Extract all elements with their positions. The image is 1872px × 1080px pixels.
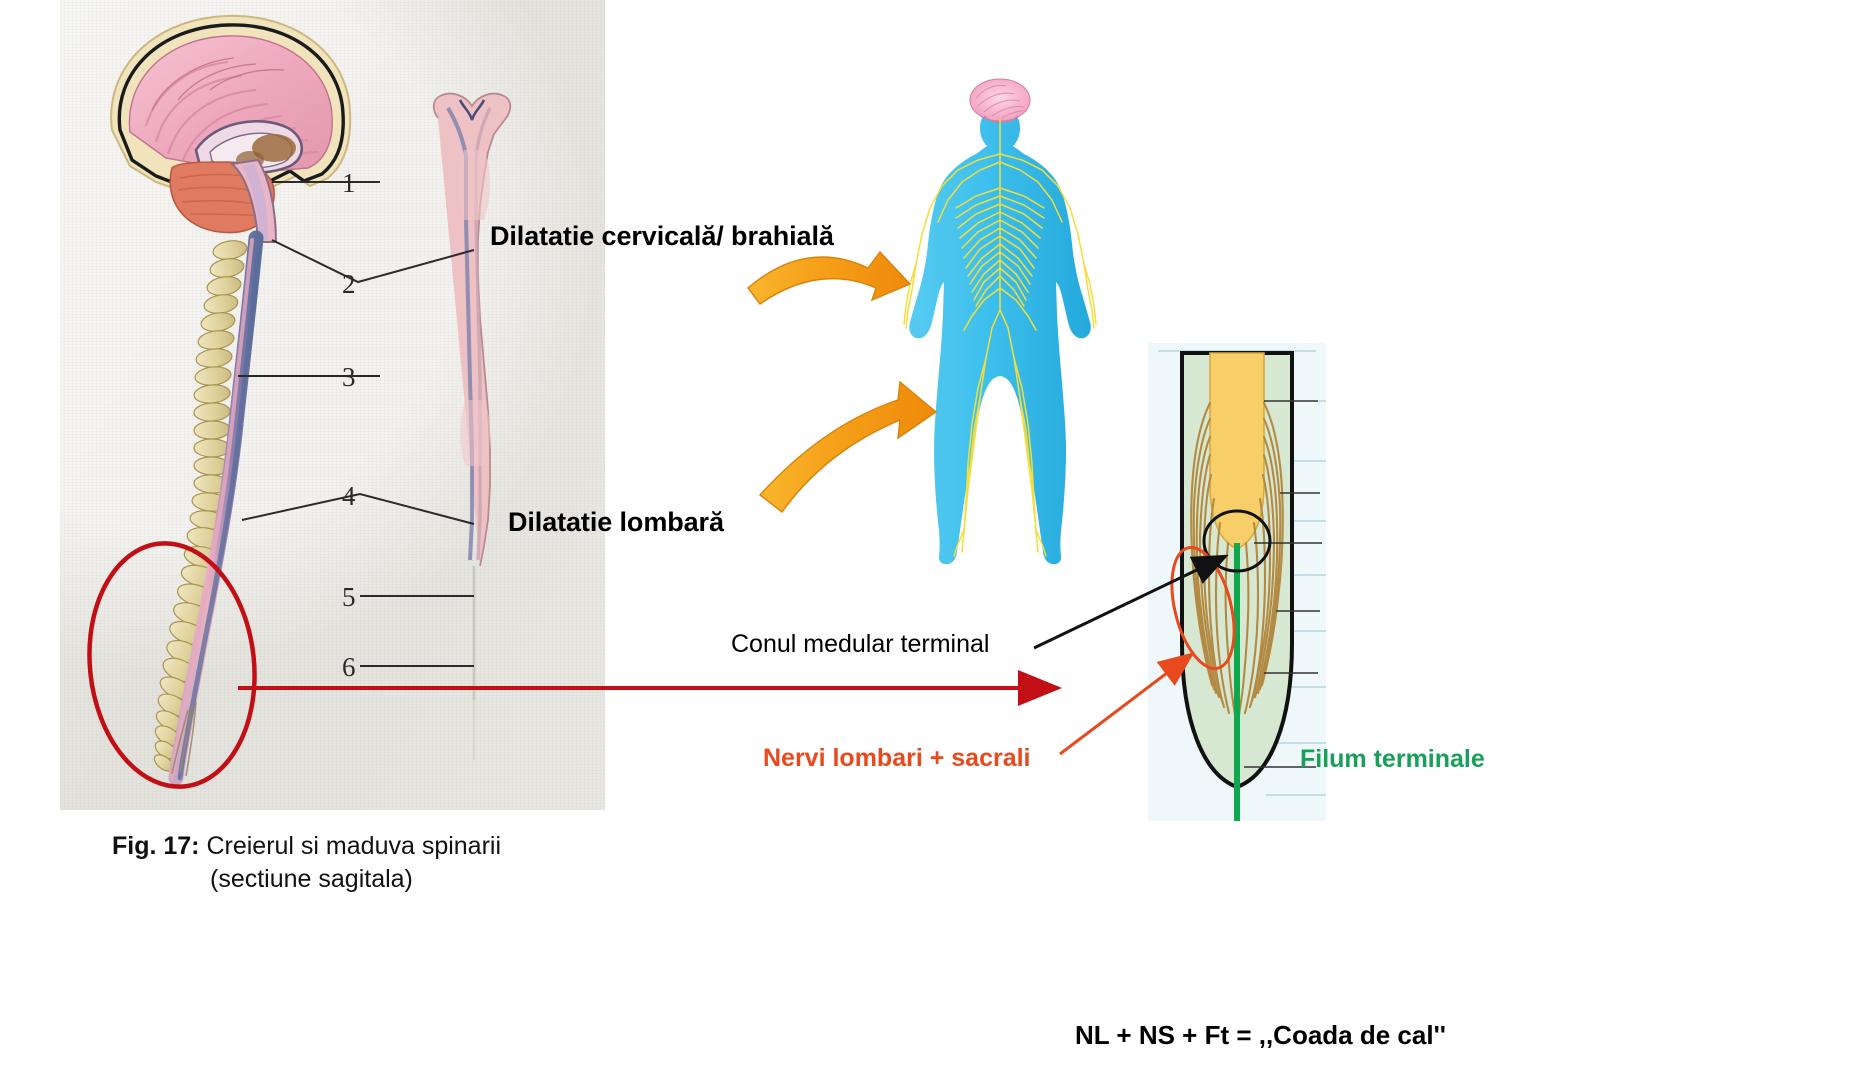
brain-top	[969, 78, 1031, 123]
label-conul-medular-terminal: Conul medular terminal	[731, 630, 990, 658]
leader-numbers: 1 2 3 4 5 6	[342, 168, 356, 682]
scanned-figure-panel: 1 2 3 4 5 6	[60, 0, 605, 810]
isolated-spinal-cord	[432, 92, 512, 760]
body-silhouette	[909, 106, 1091, 565]
leader-lines	[238, 181, 475, 667]
number-4: 4	[342, 481, 356, 511]
number-6: 6	[342, 652, 356, 682]
peripheral-nerves	[903, 119, 1097, 557]
figure-caption-number: Fig. 17:	[112, 832, 200, 860]
number-3: 3	[342, 362, 356, 392]
conus-tip-circle	[1202, 509, 1272, 573]
sagittal-anatomy-illustration: 1 2 3 4 5 6	[110, 14, 512, 786]
number-1: 1	[342, 168, 356, 198]
number-5: 5	[342, 582, 356, 612]
number-2: 2	[342, 269, 356, 299]
cauda-equina-formula-caption: NL + NS + Ft = ,,Coada de cal''	[1075, 1020, 1446, 1050]
label-dilatatie-cervicala: Dilatatie cervicală/ brahială	[490, 221, 834, 251]
figure-caption-text: Creierul si maduva spinarii	[199, 832, 502, 860]
conus-leader-ticks	[1244, 400, 1322, 768]
whole-body-nervous-system-figure	[903, 78, 1097, 565]
figure-caption-subtext: (sectiune sagitala)	[210, 865, 413, 893]
label-dilatatie-lombara: Dilatatie lombară	[508, 507, 724, 537]
label-nervi-lombari-sacrali: Nervi lombari + sacrali	[763, 744, 1031, 772]
label-filum-terminale: Filum terminale	[1300, 745, 1485, 773]
figure-caption-left: Fig. 17: Creierul si maduva spinarii (se…	[112, 830, 582, 896]
spinal-cord-conus	[1209, 352, 1265, 550]
